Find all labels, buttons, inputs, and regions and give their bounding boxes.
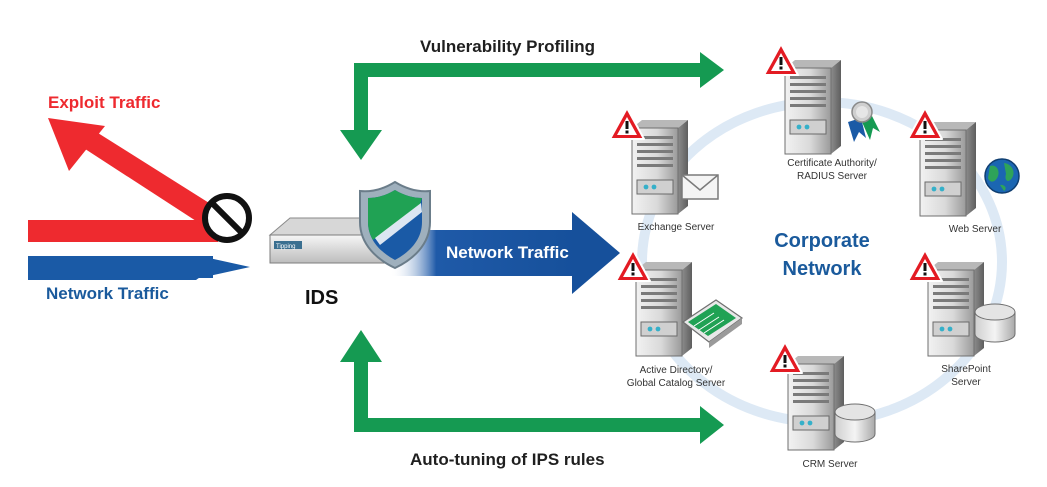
network-traffic-out-label: Network Traffic — [446, 243, 569, 262]
auto-tuning-arrow — [340, 330, 724, 444]
vulnerability-profiling-label: Vulnerability Profiling — [420, 37, 595, 56]
server-label-exchange: Exchange Server — [638, 222, 715, 233]
server-exchange — [609, 107, 719, 215]
globe-icon — [984, 158, 1020, 194]
device-badge: Tipping — [276, 244, 295, 250]
server-label-active-directory-line1: Active Directory/ — [640, 365, 713, 376]
vulnerability-profiling-arrow — [340, 52, 724, 160]
certificate-ribbon-icon — [848, 101, 880, 142]
server-web — [907, 107, 1020, 217]
warning-icon — [763, 43, 799, 76]
envelope-icon — [681, 174, 719, 200]
server-label-certificate-authority-line1: Certificate Authority/ — [787, 158, 877, 169]
server-label-sharepoint-line1: SharePoint — [941, 364, 991, 375]
server-certificate-authority — [763, 43, 880, 155]
server-label-certificate-authority-line2: RADIUS Server — [797, 171, 868, 182]
database-icon — [834, 403, 876, 443]
corporate-network-label-line2: Network — [783, 258, 863, 280]
network-card-icon — [681, 299, 744, 348]
server-label-sharepoint-line2: Server — [951, 377, 981, 388]
server-label-active-directory-line2: Global Catalog Server — [627, 378, 726, 389]
exploit-traffic-arrow — [28, 118, 225, 242]
server-active-directory — [615, 249, 744, 357]
shield-icon — [359, 180, 431, 270]
network-traffic-in-label: Network Traffic — [46, 284, 169, 303]
exploit-traffic-label: Exploit Traffic — [48, 93, 160, 112]
server-label-crm: CRM Server — [802, 459, 858, 470]
prohibited-icon — [202, 193, 252, 243]
server-crm — [767, 341, 876, 451]
database-icon — [974, 303, 1016, 343]
auto-tuning-label: Auto-tuning of IPS rules — [410, 450, 605, 469]
server-label-web: Web Server — [949, 224, 1002, 235]
corporate-network-label-line1: Corporate — [774, 230, 870, 252]
ids-label: IDS — [305, 287, 338, 309]
